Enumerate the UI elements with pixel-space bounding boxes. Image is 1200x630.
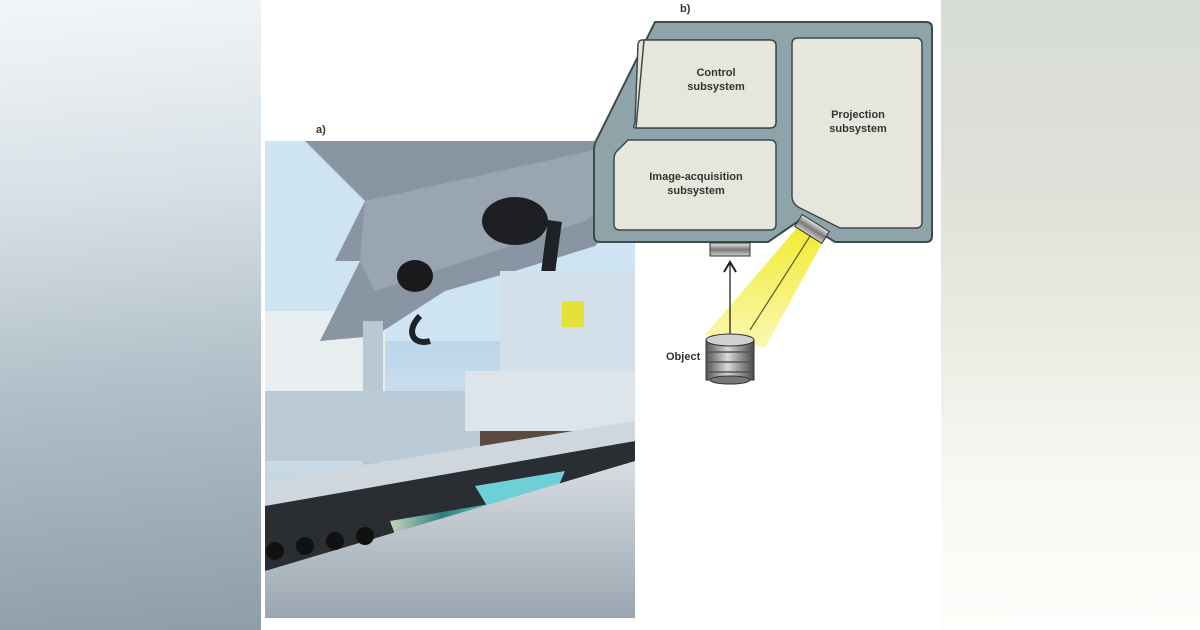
projection-beam	[705, 222, 826, 348]
object-cylinder-icon	[705, 333, 755, 385]
left-background-panel	[0, 0, 261, 630]
beam-centerline	[749, 229, 815, 331]
object-label: Object	[666, 351, 701, 363]
right-background-panel	[941, 0, 1200, 630]
projection-line1: Projection	[831, 109, 885, 121]
projection-line2: subsystem	[829, 123, 887, 135]
control-subsystem-line2: subsystem	[687, 81, 745, 93]
image-acquisition-line1: Image-acquisition	[649, 171, 743, 183]
panel-a-label: a)	[316, 124, 326, 136]
system-diagram-svg: Control subsystem Image-acquisition subs…	[593, 21, 933, 385]
projector-lens-icon	[397, 260, 433, 292]
panel-b-label: b)	[680, 3, 691, 15]
warning-sticker-icon	[562, 301, 584, 327]
control-subsystem-line1: Control	[696, 67, 735, 79]
projector-lens-icon	[794, 213, 830, 245]
machine-photo-illustration	[265, 141, 635, 618]
machine-photo	[265, 141, 635, 618]
camera-icon	[709, 242, 751, 257]
arrow-head-icon	[723, 260, 737, 273]
image-acquisition-line2: subsystem	[667, 185, 725, 197]
camera-lens-icon	[482, 197, 548, 245]
image-acquisition-subsystem-box	[613, 139, 777, 231]
system-diagram: Control subsystem Image-acquisition subs…	[590, 0, 940, 400]
projection-subsystem-box	[791, 37, 923, 229]
